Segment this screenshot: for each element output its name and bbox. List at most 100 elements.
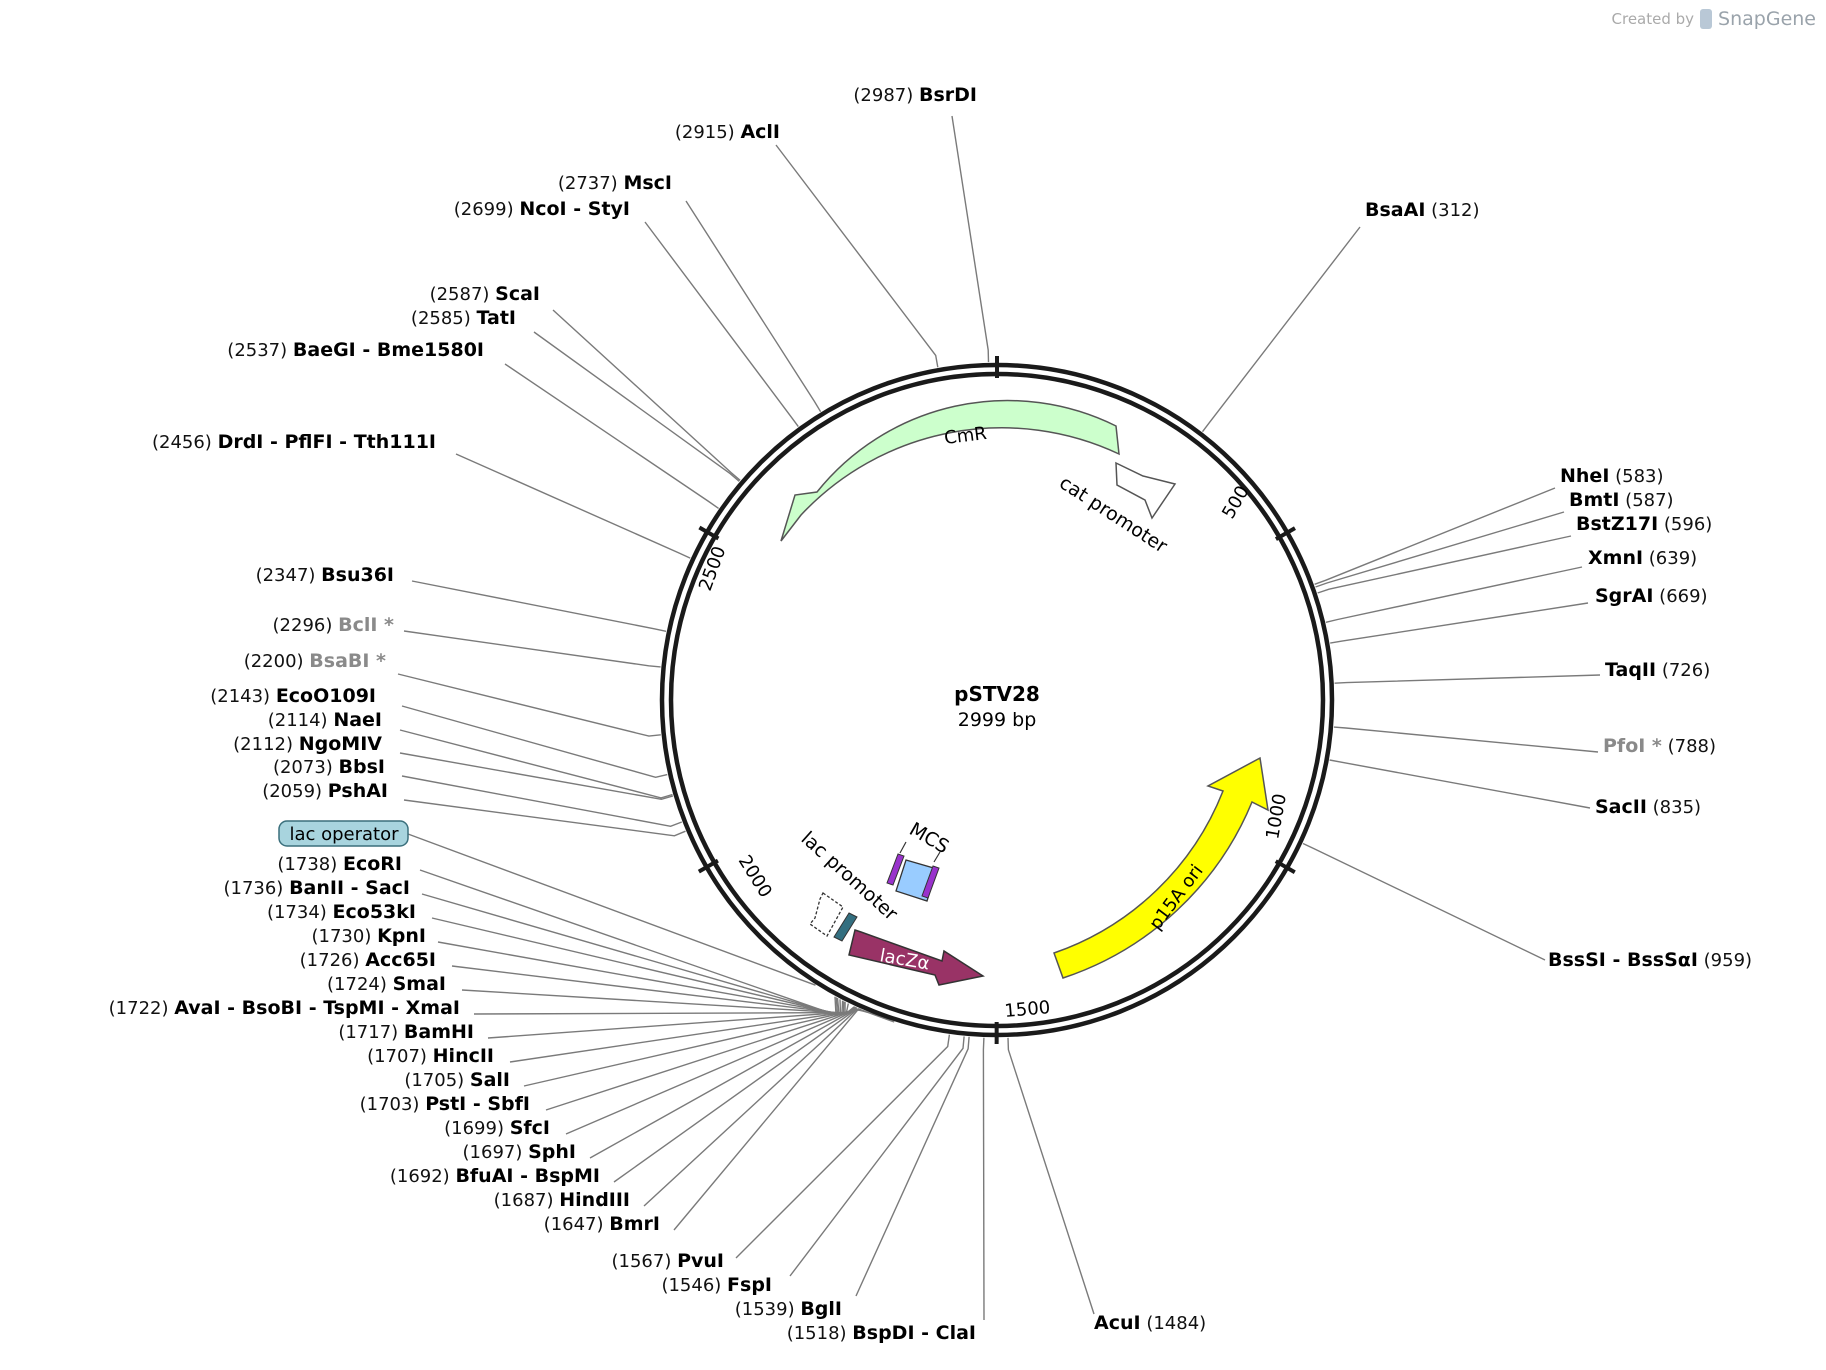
site-label[interactable]: (2073) BbsI <box>273 756 385 778</box>
p15a-ori-arrow[interactable] <box>1053 756 1269 979</box>
site-label[interactable]: (1707) HincII <box>367 1045 494 1067</box>
restriction-site[interactable]: SacII (835) <box>1595 796 1701 818</box>
site-label[interactable]: (2347) Bsu36I <box>256 564 394 586</box>
restriction-site[interactable]: NheI (583) <box>1560 465 1664 487</box>
restriction-site[interactable]: (1736) BanII - SacI <box>223 877 410 899</box>
restriction-site[interactable]: (2347) Bsu36I <box>256 564 394 586</box>
restriction-site[interactable]: (1730) KpnI <box>311 925 426 947</box>
site-label[interactable]: (2059) PshAI <box>262 780 388 802</box>
restriction-site[interactable]: (1703) PstI - SbfI <box>360 1093 530 1115</box>
site-label[interactable]: (2114) NaeI <box>268 709 382 731</box>
restriction-site[interactable]: (1539) BglI <box>735 1298 842 1320</box>
restriction-site[interactable]: (2114) NaeI <box>268 709 382 731</box>
restriction-site[interactable]: (1692) BfuAI - BspMI <box>390 1165 600 1187</box>
site-label[interactable]: (2585) TatI <box>411 307 516 329</box>
site-label[interactable]: (2456) DrdI - PflFI - Tth111I <box>152 431 436 453</box>
restriction-site[interactable]: PfoI * (788) <box>1603 735 1716 757</box>
restriction-site[interactable]: (1699) SfcI <box>444 1117 550 1139</box>
restriction-site[interactable]: (1717) BamHI <box>338 1021 474 1043</box>
restriction-site[interactable]: (2915) AclI <box>675 121 780 143</box>
site-label[interactable]: (1539) BglI <box>735 1298 842 1320</box>
feature-cat-promoter[interactable]: cat promoter <box>1055 461 1177 558</box>
cat-promoter-arrow[interactable] <box>1115 461 1177 520</box>
lac-operator-label-box[interactable]: lac operator <box>278 820 409 847</box>
restriction-site[interactable]: (2073) BbsI <box>273 756 385 778</box>
feature-lacza[interactable]: lacZα <box>848 929 985 986</box>
restriction-site[interactable]: (1722) AvaI - BsoBI - TspMI - XmaI <box>109 997 460 1019</box>
restriction-site[interactable]: (1705) SalI <box>404 1069 510 1091</box>
restriction-site[interactable]: BstZ17I (596) <box>1576 513 1712 535</box>
site-label[interactable]: TaqII (726) <box>1605 659 1710 681</box>
restriction-site[interactable]: TaqII (726) <box>1605 659 1710 681</box>
site-label[interactable]: (1699) SfcI <box>444 1117 550 1139</box>
restriction-site[interactable]: (2200) BsaBI * <box>244 650 386 672</box>
restriction-site[interactable]: (1738) EcoRI <box>277 853 402 875</box>
restriction-site[interactable]: (1647) BmrI <box>544 1213 660 1235</box>
site-label[interactable]: XmnI (639) <box>1588 547 1697 569</box>
restriction-site[interactable]: (2456) DrdI - PflFI - Tth111I <box>152 431 436 453</box>
site-label[interactable]: (2699) NcoI - StyI <box>454 198 630 220</box>
feature-cmr[interactable]: CmR <box>780 399 1120 542</box>
site-label[interactable]: BssSI - BssSαI (959) <box>1548 949 1752 971</box>
lac-promoter-arrow[interactable] <box>809 892 844 937</box>
feature-mcs[interactable]: MCS <box>886 818 953 902</box>
site-label[interactable]: (2296) BclI * <box>273 614 395 636</box>
site-label[interactable]: (1717) BamHI <box>338 1021 474 1043</box>
site-label[interactable]: (1692) BfuAI - BspMI <box>390 1165 600 1187</box>
site-label[interactable]: AcuI (1484) <box>1094 1312 1206 1334</box>
site-label[interactable]: (2587) ScaI <box>430 283 540 305</box>
restriction-site[interactable]: (1546) FspI <box>661 1274 772 1296</box>
restriction-site[interactable]: (2587) ScaI <box>430 283 540 305</box>
site-label[interactable]: (2112) NgoMIV <box>233 733 382 755</box>
feature-lac-operator-box[interactable] <box>833 912 858 942</box>
site-label[interactable]: (1687) HindIII <box>494 1189 630 1211</box>
restriction-site[interactable]: (1518) BspDI - ClaI <box>787 1322 976 1344</box>
restriction-site[interactable]: SgrAI (669) <box>1595 585 1708 607</box>
restriction-site[interactable]: BsaAI (312) <box>1365 199 1480 221</box>
restriction-site[interactable]: (1724) SmaI <box>327 973 446 995</box>
site-label[interactable]: SacII (835) <box>1595 796 1701 818</box>
site-label[interactable]: SgrAI (669) <box>1595 585 1708 607</box>
site-label[interactable]: BstZ17I (596) <box>1576 513 1712 535</box>
site-label[interactable]: (2143) EcoO109I <box>210 685 376 707</box>
site-label[interactable]: (1705) SalI <box>404 1069 510 1091</box>
site-label[interactable]: (2987) BsrDI <box>853 84 977 106</box>
restriction-site[interactable]: (2585) TatI <box>411 307 516 329</box>
restriction-site[interactable]: (1697) SphI <box>463 1141 576 1163</box>
restriction-site[interactable]: (2699) NcoI - StyI <box>454 198 630 220</box>
restriction-site[interactable]: XmnI (639) <box>1588 547 1697 569</box>
feature-p15a-ori[interactable]: p15A ori <box>1053 756 1269 979</box>
site-label[interactable]: (1724) SmaI <box>327 973 446 995</box>
cmr-arrow[interactable] <box>780 399 1120 542</box>
site-label[interactable]: (1518) BspDI - ClaI <box>787 1322 976 1344</box>
site-label[interactable]: (1730) KpnI <box>311 925 426 947</box>
restriction-site[interactable]: (2537) BaeGI - Bme1580I <box>227 339 484 361</box>
site-label[interactable]: (1726) Acc65I <box>300 949 436 971</box>
site-label[interactable]: (2737) MscI <box>558 172 672 194</box>
restriction-site[interactable]: BmtI (587) <box>1569 489 1674 511</box>
restriction-site[interactable]: (2737) MscI <box>558 172 672 194</box>
restriction-site[interactable]: AcuI (1484) <box>1094 1312 1206 1334</box>
lacza-arrow[interactable] <box>848 929 985 986</box>
restriction-site[interactable]: (1734) Eco53kI <box>267 901 416 923</box>
site-label[interactable]: BmtI (587) <box>1569 489 1674 511</box>
restriction-site[interactable]: (1687) HindIII <box>494 1189 630 1211</box>
restriction-site[interactable]: BssSI - BssSαI (959) <box>1548 949 1752 971</box>
site-label[interactable]: BsaAI (312) <box>1365 199 1480 221</box>
site-label[interactable]: PfoI * (788) <box>1603 735 1716 757</box>
site-label[interactable]: (1736) BanII - SacI <box>223 877 410 899</box>
restriction-site[interactable]: (2987) BsrDI <box>853 84 977 106</box>
site-label[interactable]: (1734) Eco53kI <box>267 901 416 923</box>
site-label[interactable]: (2537) BaeGI - Bme1580I <box>227 339 484 361</box>
restriction-site[interactable]: (2112) NgoMIV <box>233 733 382 755</box>
site-label[interactable]: (2915) AclI <box>675 121 780 143</box>
restriction-site[interactable]: (1726) Acc65I <box>300 949 436 971</box>
restriction-site[interactable]: (2143) EcoO109I <box>210 685 376 707</box>
site-label[interactable]: (1738) EcoRI <box>277 853 402 875</box>
restriction-site[interactable]: (1707) HincII <box>367 1045 494 1067</box>
site-label[interactable]: NheI (583) <box>1560 465 1664 487</box>
lac-operator-mark[interactable] <box>833 912 858 942</box>
site-label[interactable]: (1647) BmrI <box>544 1213 660 1235</box>
site-label[interactable]: (1546) FspI <box>661 1274 772 1296</box>
lac-operator-pill[interactable] <box>278 820 409 847</box>
